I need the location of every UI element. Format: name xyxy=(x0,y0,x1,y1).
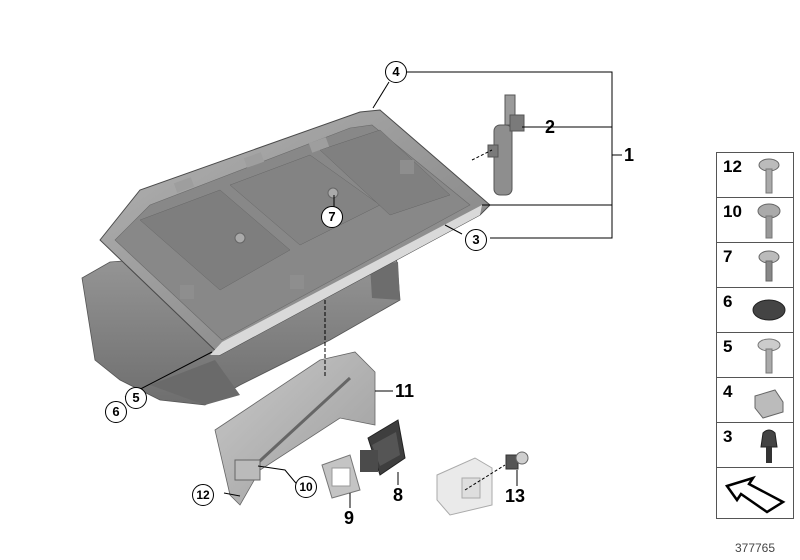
callout-6: 6 xyxy=(105,401,127,423)
callout-12: 12 xyxy=(192,484,214,506)
legend-item-5: 5 xyxy=(717,333,793,378)
legend-item-10: 10 xyxy=(717,198,793,243)
callout-7: 7 xyxy=(321,206,343,228)
callout-13: 13 xyxy=(505,486,526,506)
arrow-icon xyxy=(724,475,786,514)
callout-3: 3 xyxy=(465,229,487,251)
callout-2: 2 xyxy=(545,117,556,137)
torx-screw-icon xyxy=(757,203,781,239)
bezel-frame xyxy=(321,454,361,499)
callout-4: 4 xyxy=(385,61,407,83)
torx-screw-short-icon xyxy=(758,250,780,282)
callout-9: 9 xyxy=(344,508,355,528)
callout-11: 11 xyxy=(395,381,415,401)
callout-10: 10 xyxy=(295,476,317,498)
callout-1: 1 xyxy=(624,145,635,165)
push-button-part xyxy=(360,419,406,476)
callout-8: 8 xyxy=(393,485,404,505)
washer-screw-icon xyxy=(757,338,781,374)
legend-item-3: 3 xyxy=(717,423,793,468)
rubber-buffer-icon xyxy=(760,429,778,463)
legend-item-4: 4 xyxy=(717,378,793,423)
round-cap-icon xyxy=(752,299,786,321)
lock-cylinder-part xyxy=(436,451,529,516)
small-parts-legend: 12 10 7 6 5 4 xyxy=(716,152,794,519)
torx-screw-icon xyxy=(758,158,780,194)
legend-item-7: 7 xyxy=(717,243,793,288)
clip-nut-icon xyxy=(754,389,784,419)
latch-mechanism xyxy=(214,351,376,506)
reference-number: 377765 xyxy=(734,541,776,555)
damper-part xyxy=(487,94,525,196)
glovebox-lid xyxy=(99,109,491,356)
leader-lines xyxy=(124,71,622,508)
callout-5: 5 xyxy=(125,387,147,409)
legend-item-12: 12 xyxy=(717,153,793,198)
legend-item-6: 6 xyxy=(717,288,793,333)
legend-item-arrow xyxy=(717,468,793,518)
